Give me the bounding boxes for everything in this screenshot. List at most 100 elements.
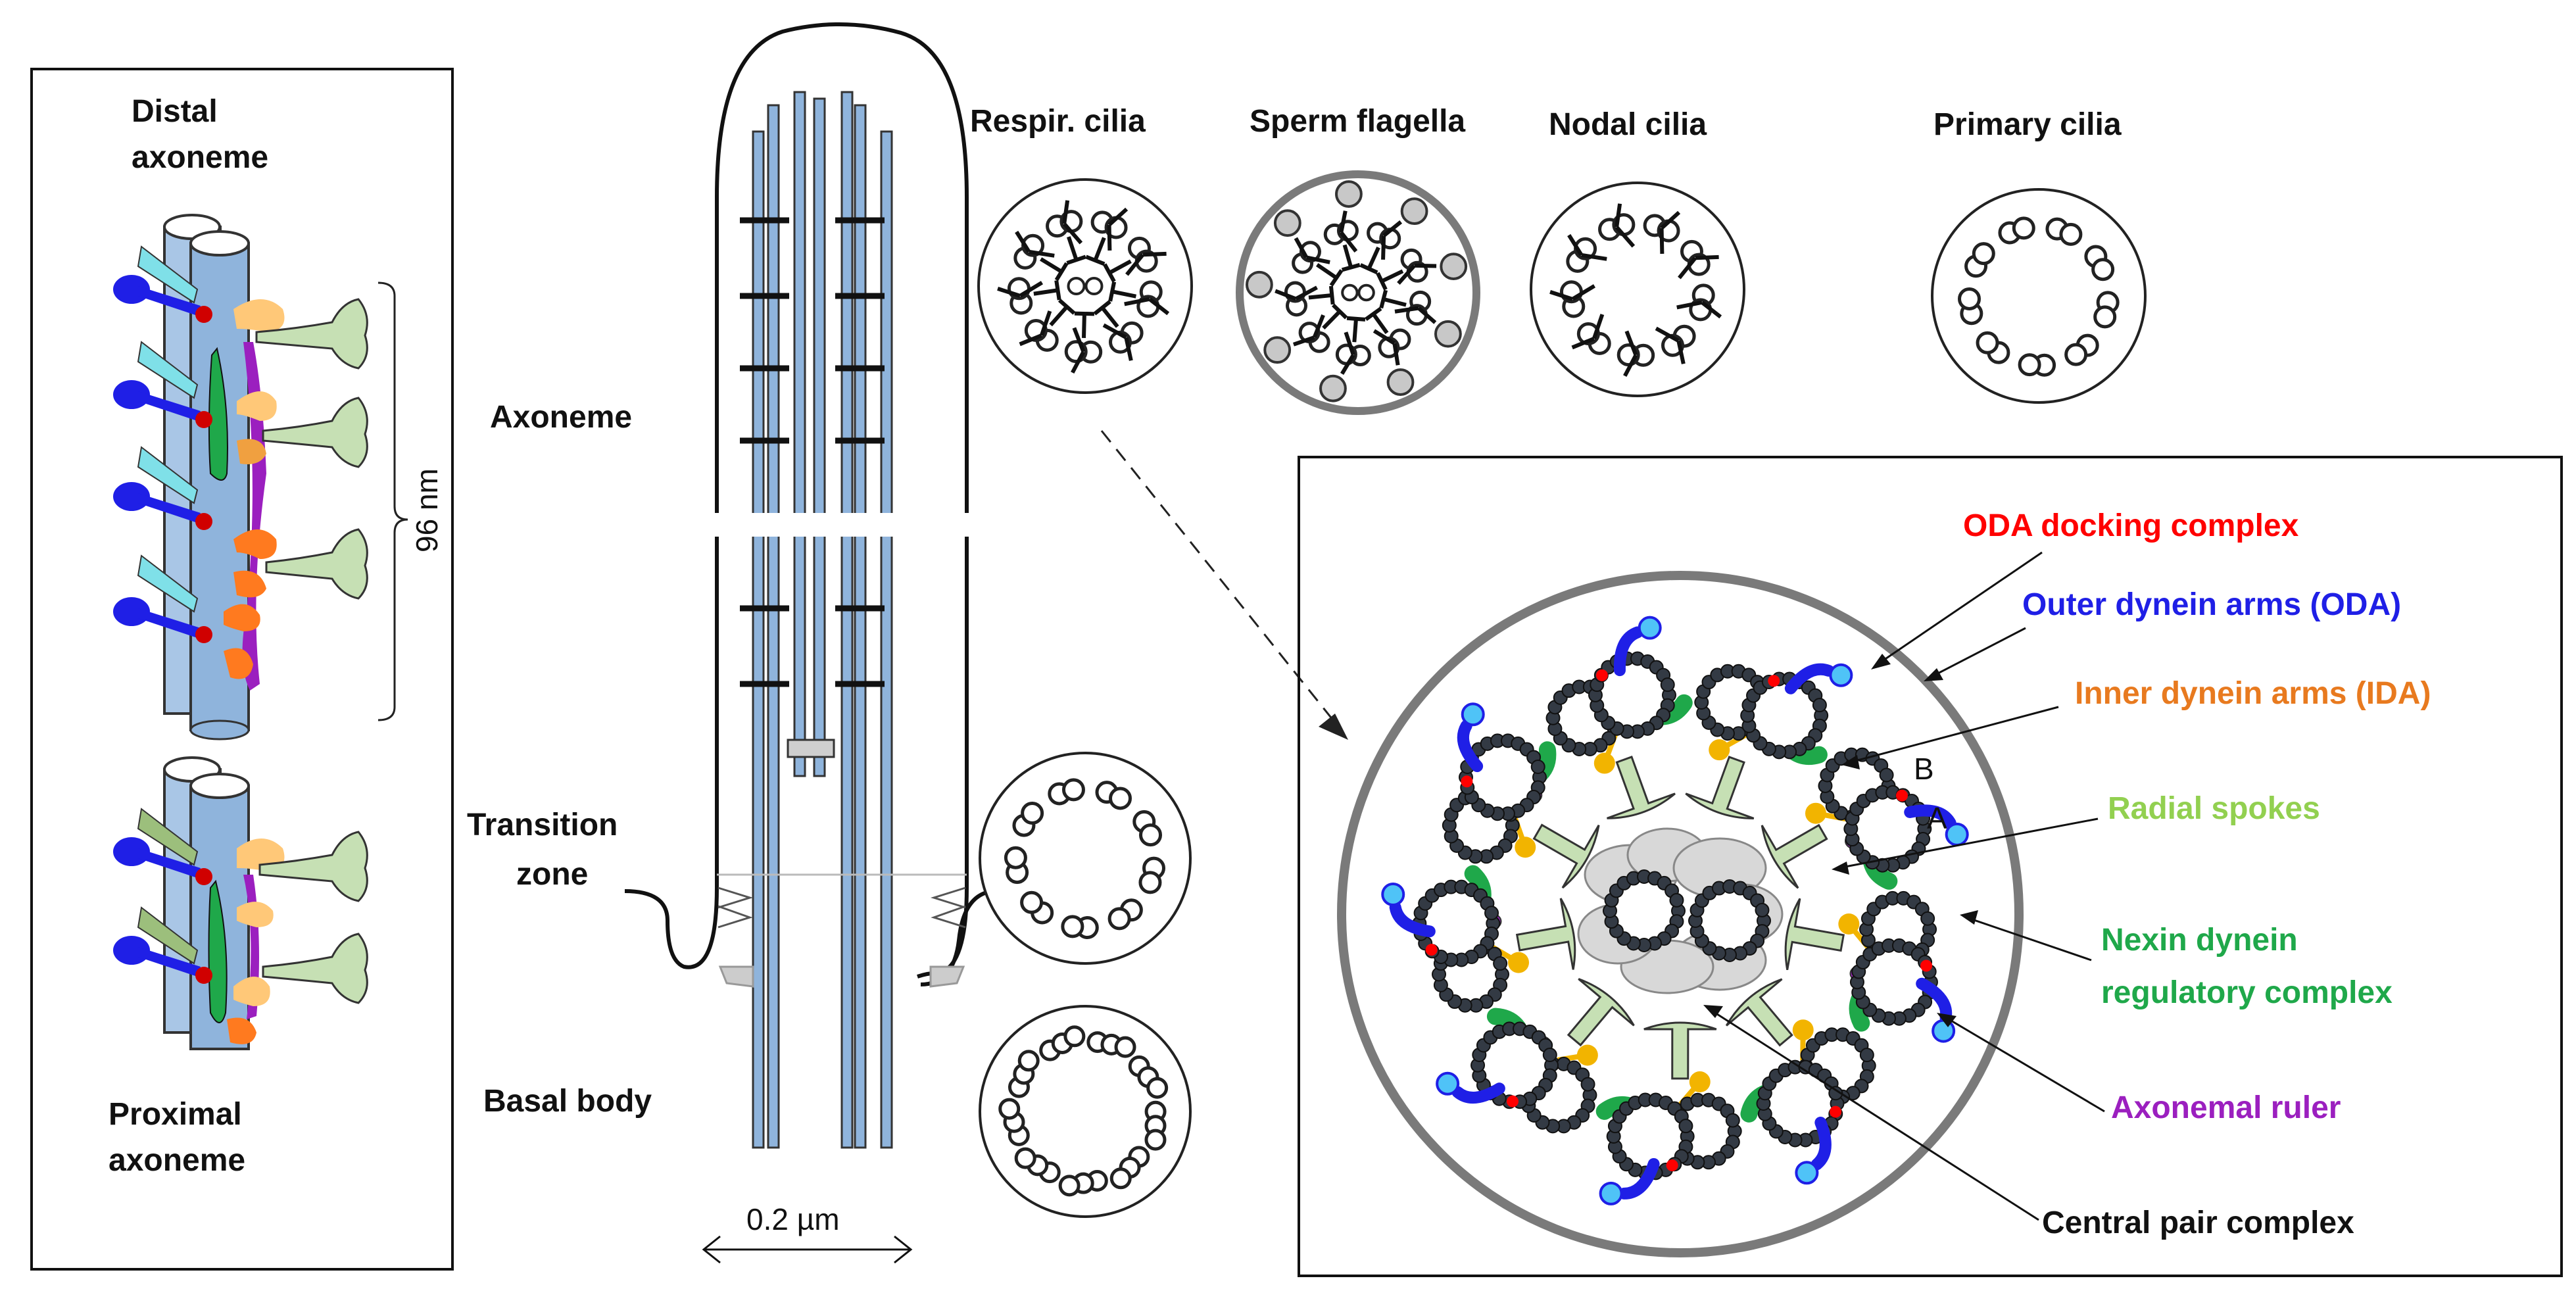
microtubule: [2012, 216, 2035, 240]
outer-dense-fiber: [1400, 197, 1428, 225]
tubulin-bead: [1660, 677, 1675, 692]
dynein-arm: [1623, 354, 1638, 377]
outer-dynein-arm-head: [1829, 663, 1853, 687]
spoke-head: [1365, 306, 1382, 322]
left-panel: Distal axoneme: [30, 68, 454, 1271]
radial-spoke: [1784, 898, 1845, 970]
dynein-arm: [1339, 210, 1348, 233]
outer-dynein-arm: [1613, 626, 1643, 677]
longitudinal-cilium: Axoneme Transition zone Basal body 0.2 µ…: [467, 22, 994, 1264]
spoke-head: [1103, 263, 1116, 283]
outer-dense-fiber: [1263, 336, 1292, 364]
outer-dynein-arm-head: [1638, 616, 1662, 640]
microtubule: [1109, 787, 1132, 810]
microtubule: [2093, 305, 2117, 329]
dynein-arm: [1581, 253, 1607, 261]
outer-dense-fiber: [1273, 209, 1301, 237]
spoke-head: [1057, 299, 1076, 315]
microtubule-lumen: [1419, 887, 1494, 961]
outer-dynein-arm-head: [1381, 882, 1405, 906]
radial-spoke: [1111, 289, 1137, 299]
dynein-arm: [1142, 251, 1167, 257]
radial-spoke: [1352, 318, 1358, 343]
inner-dynein-arm: [1515, 837, 1536, 858]
dynein-arm: [1678, 256, 1697, 279]
dynein-arm: [1394, 306, 1419, 314]
microtubule: [2064, 343, 2088, 366]
radial-spoke: [1108, 259, 1132, 275]
tubulin-bead: [1669, 892, 1684, 908]
dynein-arm: [1294, 237, 1309, 258]
radial-spoke: [1515, 898, 1576, 970]
tubulin-bead: [1580, 1077, 1595, 1092]
dynein-arm: [1417, 306, 1437, 324]
pointer-arrowheads: [1703, 654, 1978, 1027]
axonemal-ruler-label: Axonemal ruler: [2111, 1090, 2341, 1125]
sperm-flagella-label: Sperm flagella: [1250, 104, 1465, 139]
dynein-arm: [1676, 300, 1703, 310]
outer-dynein-arm-head: [1795, 1161, 1819, 1185]
oda-docking-label: ODA docking complex: [1963, 508, 2299, 543]
outer-dynein-arm-head: [1461, 702, 1485, 727]
axonemal-microtubules: [752, 91, 893, 1149]
microtubule: [1021, 802, 1044, 825]
microtubule: [1972, 242, 1995, 266]
microtubule: [1020, 890, 1044, 914]
radial-spoke: [1049, 305, 1069, 327]
oda-docking-complex: [1666, 1159, 1678, 1171]
distal-inner-dynein-arms: [224, 299, 285, 679]
outer-dense-fiber: [1245, 270, 1273, 299]
dynein-arm: [1039, 310, 1052, 336]
microtubule-lumen: [1613, 1099, 1688, 1173]
radial-spoke: [1725, 978, 1793, 1047]
microtubule-lumen: [1747, 678, 1822, 752]
microtubule: [1109, 1167, 1132, 1190]
spoke-head: [1379, 289, 1388, 309]
dynein-arm: [997, 287, 1021, 298]
detail-panel-frame: [1298, 456, 2563, 1277]
dynein-arm: [1292, 335, 1315, 347]
outer-dynein-arm: [1457, 719, 1484, 773]
transition-zone-structures: [717, 873, 967, 988]
radial-spoke: [1532, 823, 1600, 889]
outer-dense-fiber: [1434, 320, 1462, 348]
inner-dynein-arm: [1508, 952, 1530, 973]
microtubule: [998, 1098, 1021, 1120]
central-microtubule: [1084, 277, 1104, 295]
microtubule: [1139, 823, 1163, 847]
outer-dynein-arm: [1389, 901, 1436, 938]
dynein-arm: [1392, 343, 1400, 366]
spoke-head: [1328, 285, 1335, 305]
dynein-arm: [1124, 297, 1150, 306]
dynein-arm: [1373, 329, 1396, 345]
radial-spoke: [1371, 312, 1389, 334]
radial-spoke: [1316, 263, 1338, 279]
proximal-radial-spokes: [258, 831, 368, 1004]
outer-dynein-arm: [1810, 1117, 1832, 1171]
distal-label-line1: Distal: [132, 94, 218, 129]
tubulin-bead: [1493, 956, 1508, 971]
radial-spoke: [1380, 269, 1404, 283]
tubulin-bead: [1920, 911, 1935, 926]
outer-dynein-arm-head: [1945, 822, 1969, 846]
oda-docking-complex: [1895, 789, 1908, 802]
dynein-arm: [1072, 327, 1086, 353]
outer-dense-fiber: [1440, 253, 1468, 281]
basal-body-cross-section: [979, 1005, 1192, 1218]
left-panel-frame: [30, 68, 454, 1271]
spoke-head: [1093, 300, 1111, 316]
microtubule: [2059, 222, 2083, 246]
radial-spoke: [1093, 237, 1106, 262]
microtubule: [1114, 1036, 1136, 1058]
microtubule: [1976, 331, 1999, 354]
dynein-arm: [1019, 281, 1044, 298]
dynein-arm: [1676, 340, 1686, 364]
spoke-head: [1359, 263, 1378, 275]
tubulin-bead: [1879, 767, 1894, 783]
microtubule: [1004, 846, 1027, 869]
microtubule: [1144, 1129, 1167, 1151]
central-pair-cap: [787, 739, 835, 758]
central-microtubule: [1067, 277, 1086, 295]
dynein-arm: [1071, 351, 1086, 374]
ndrc-label-line2: regulatory complex: [2101, 975, 2393, 1010]
